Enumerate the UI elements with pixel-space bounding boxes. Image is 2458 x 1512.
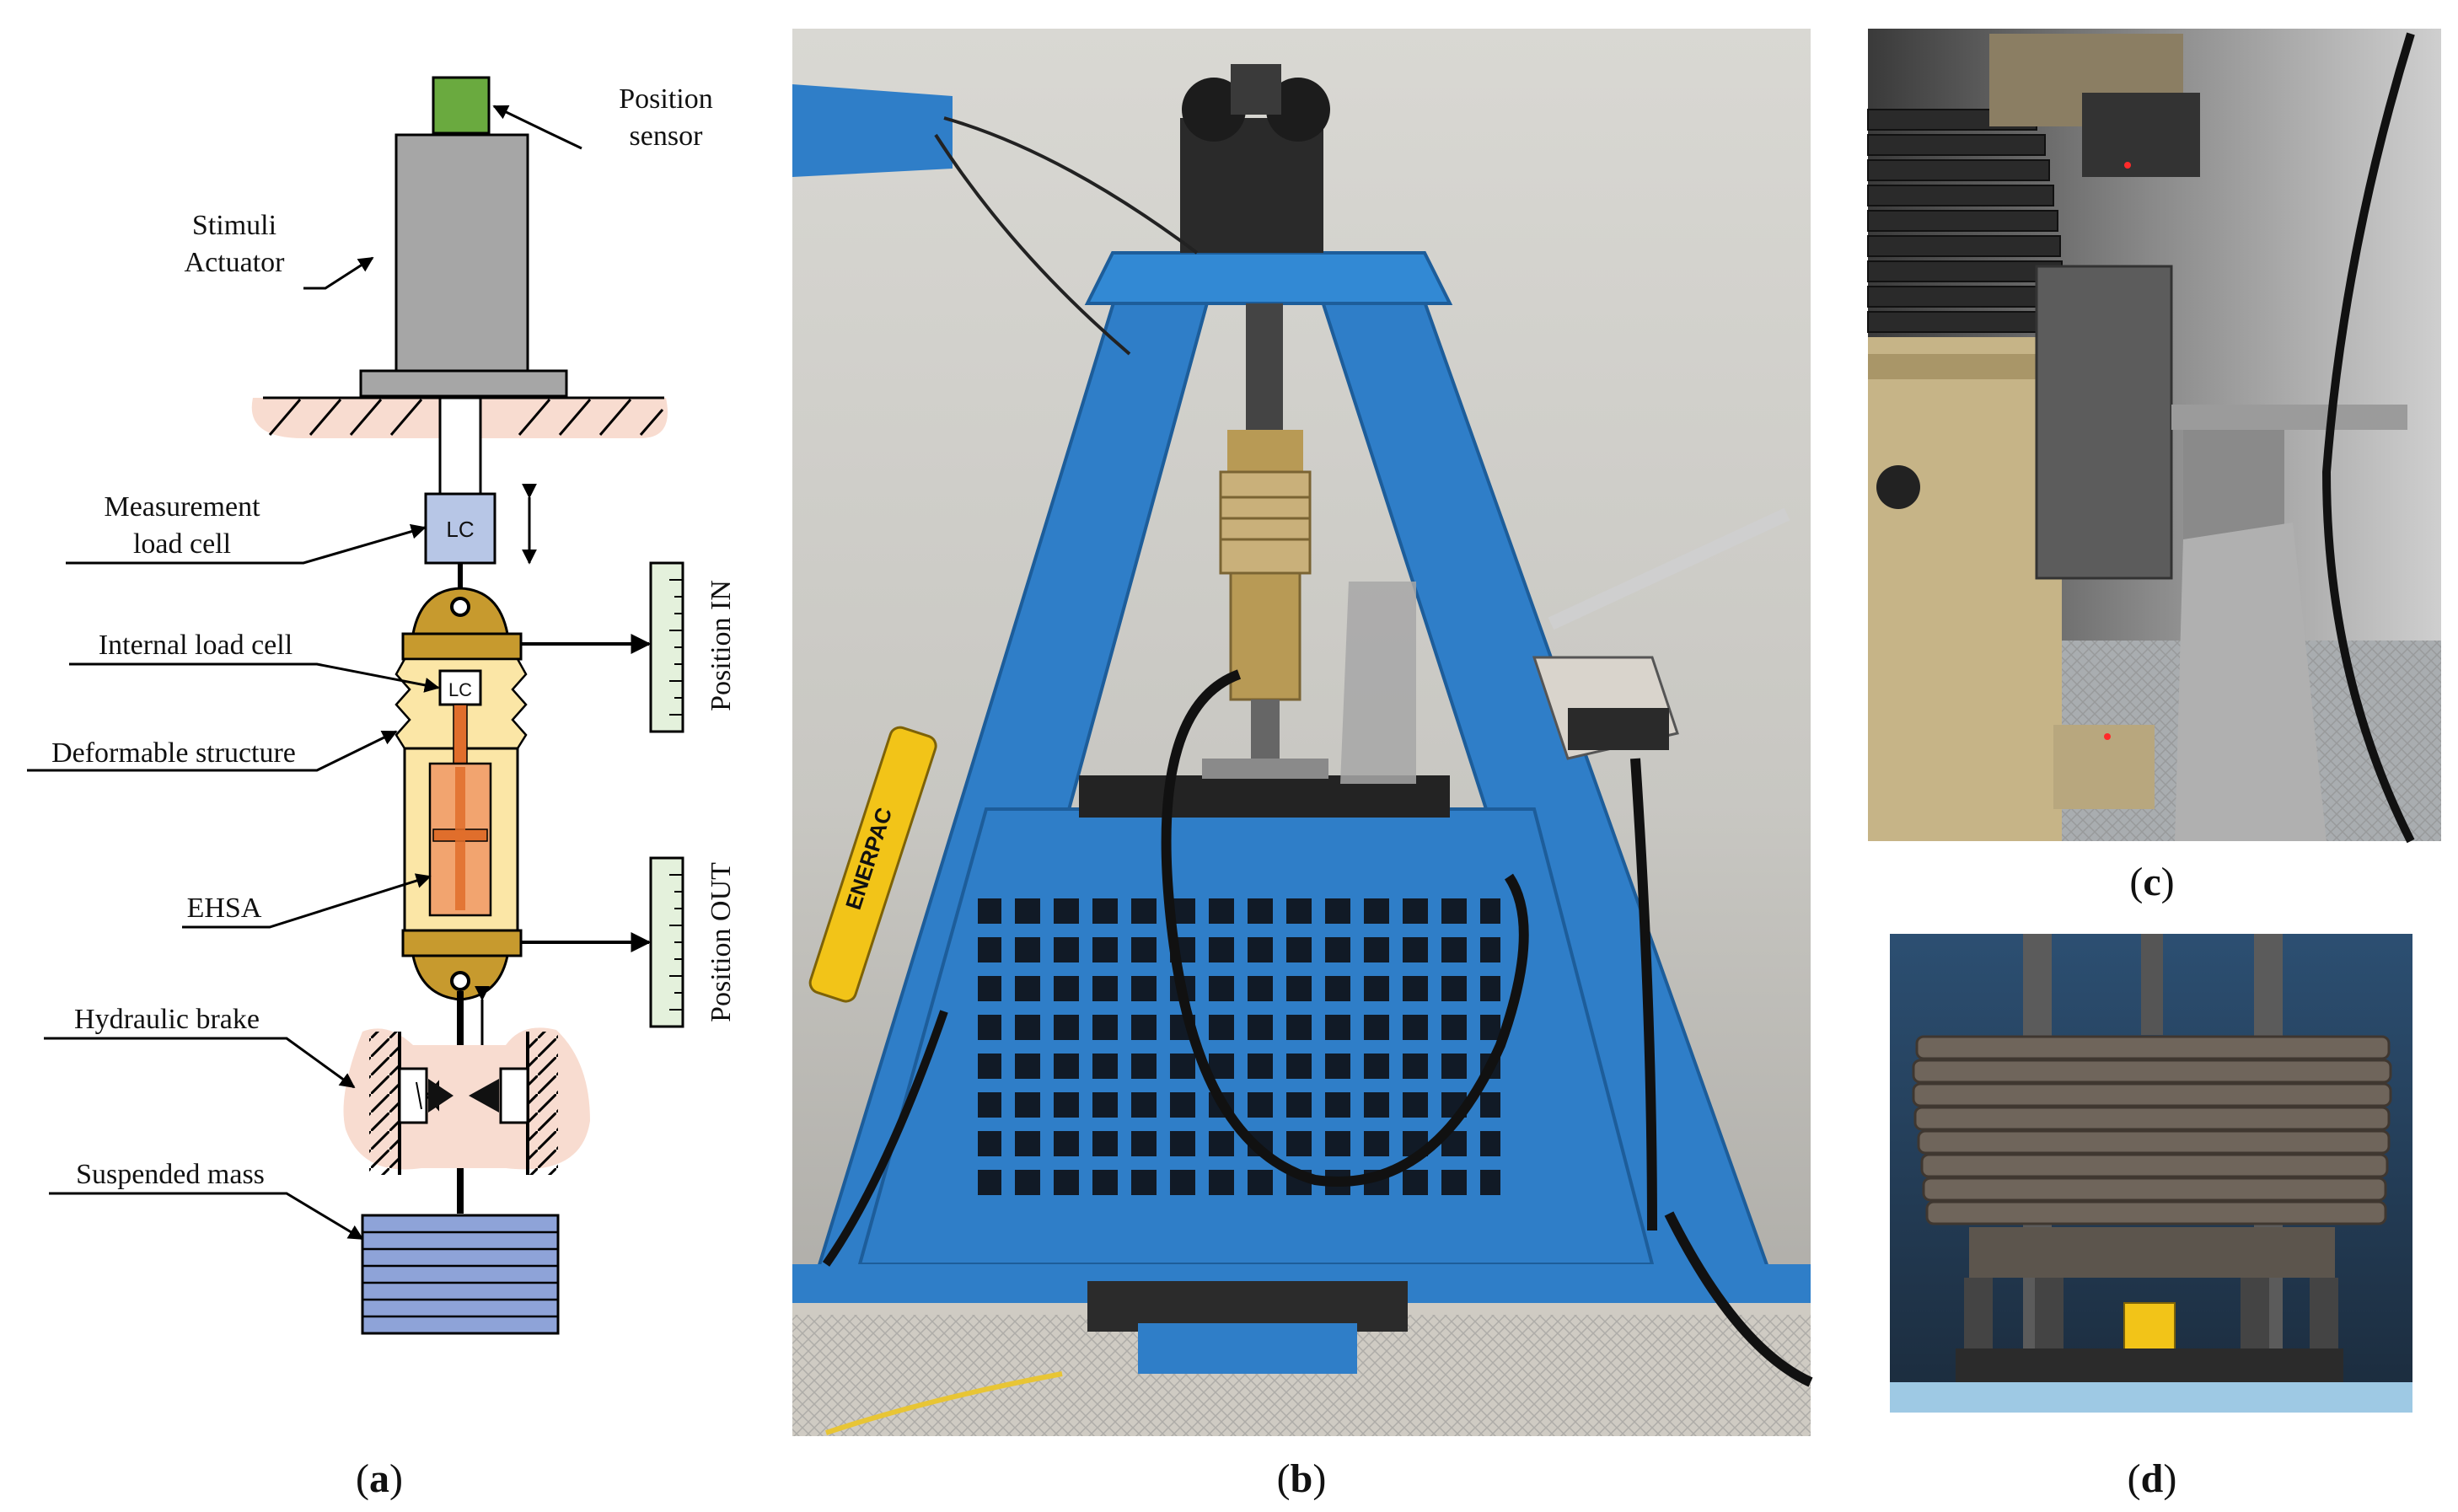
label-stimuli-actuator-1: Stimuli <box>192 210 276 241</box>
position-in-scale <box>649 561 684 733</box>
brake-left-wall <box>369 1032 401 1175</box>
lc-outer-label: LC <box>446 517 474 542</box>
suspended-mass <box>361 1214 560 1335</box>
internal-load-cell <box>438 669 482 706</box>
ehsa-rod-top <box>453 704 468 764</box>
lower-flange <box>401 929 523 957</box>
label-position-sensor-2: sensor <box>630 121 704 152</box>
mass-plates <box>362 1231 558 1318</box>
brake-shoe-right <box>469 1079 499 1113</box>
leader-lines <box>27 105 582 1241</box>
lc-inner-label: LC <box>448 679 472 700</box>
photo-b: ENERPAC (b) <box>792 29 1813 1501</box>
caption-a: (a) <box>356 1456 403 1501</box>
brake-right-wall <box>526 1032 558 1175</box>
label-stimuli-actuator-2: Actuator <box>185 247 286 278</box>
photo-c: (c) <box>1867 29 2441 904</box>
label-hydraulic-brake: Hydraulic brake <box>74 1004 260 1035</box>
brake-pad-left <box>398 1067 428 1124</box>
label-measurement-load-cell-1: Measurement <box>104 491 260 523</box>
upper-flange <box>401 632 523 661</box>
actuator-rod <box>438 396 482 496</box>
stimuli-actuator-body <box>394 133 529 374</box>
enerpac-cylinder: ENERPAC <box>808 726 937 1003</box>
hand-pump <box>1532 507 1790 760</box>
actuator-base-plate <box>359 369 568 398</box>
position-out-scale <box>649 856 684 1028</box>
photo-d: (d) <box>1890 934 2412 1501</box>
label-internal-load-cell: Internal load cell <box>99 630 292 661</box>
label-ehsa: EHSA <box>187 893 262 924</box>
brake-pad-right <box>499 1067 529 1124</box>
caption-d: (d) <box>2128 1456 2177 1501</box>
caption-b: (b) <box>1277 1456 1327 1501</box>
schematic-panel: LC LC <box>27 76 737 1501</box>
ehsa-piston-rod <box>455 767 465 910</box>
ground-hatch <box>268 399 664 436</box>
label-suspended-mass: Suspended mass <box>76 1159 265 1190</box>
label-position-sensor-1: Position <box>619 83 712 115</box>
caption-c: (c) <box>2129 860 2174 904</box>
label-position-out: Position OUT <box>706 862 737 1022</box>
position-sensor-box <box>432 76 491 135</box>
brake-shoe-left <box>428 1079 453 1113</box>
label-measurement-load-cell-2: load cell <box>133 528 231 560</box>
label-position-in: Position IN <box>706 580 737 711</box>
label-deformable-structure: Deformable structure <box>51 737 296 769</box>
